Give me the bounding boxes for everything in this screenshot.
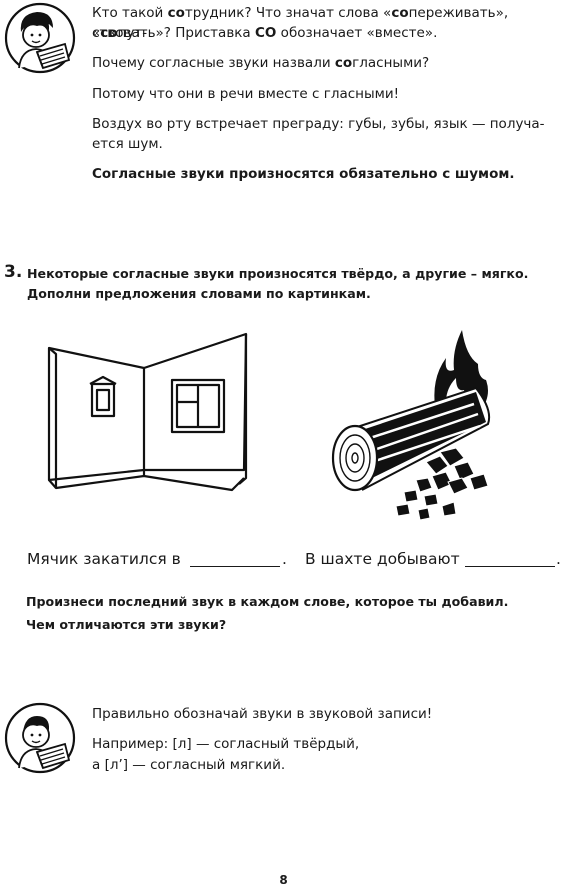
burning-log-coal-illustration: [331, 330, 491, 521]
boy-reading-icon: [4, 2, 76, 74]
air-line-2: ется шум.: [92, 136, 163, 152]
rule-text: Согласные звуки произносятся обязательно…: [92, 166, 515, 182]
room-corner-illustration: [47, 332, 248, 492]
answer-blank-1[interactable]: [190, 566, 280, 567]
sentence-2: В шахте добывают: [305, 550, 460, 568]
intro-line-1: Кто такой сотрудник? Что значат слова «с…: [92, 5, 509, 41]
page-number: 8: [279, 873, 288, 887]
air-line-1: Воздух во рту встречает преграду: губы, …: [92, 116, 545, 132]
intro-answer: Потому что они в речи вместе с гласными!: [92, 86, 400, 102]
task-number: 3.: [4, 262, 23, 282]
follow-up-question-2: Чем отличаются эти звуки?: [26, 617, 227, 632]
intro-question: Почему согласные звуки назвали согласным…: [92, 55, 430, 71]
note-line-1: Правильно обозначай звуки в звуковой зап…: [92, 706, 433, 722]
note-line-2: Например: [л] — согласный твёрдый,: [92, 736, 360, 752]
answer-blank-2[interactable]: [465, 566, 555, 567]
boy-reading-icon: [4, 702, 76, 774]
task-instruction-2: Дополни предложения словами по картинкам…: [27, 286, 371, 301]
sentence-1-end: .: [282, 550, 287, 568]
task-instruction-1: Некоторые согласные звуки произносятся т…: [27, 266, 529, 281]
sentence-1: Мячик закатился в: [27, 550, 181, 568]
follow-up-question-1: Произнеси последний звук в каждом слове,…: [26, 594, 509, 609]
intro-line-2: ствовать»? Приставка СО обозначает «вмес…: [92, 25, 438, 41]
sentence-2-end: .: [556, 550, 561, 568]
note-line-3: а [л’] — согласный мягкий.: [92, 757, 286, 773]
